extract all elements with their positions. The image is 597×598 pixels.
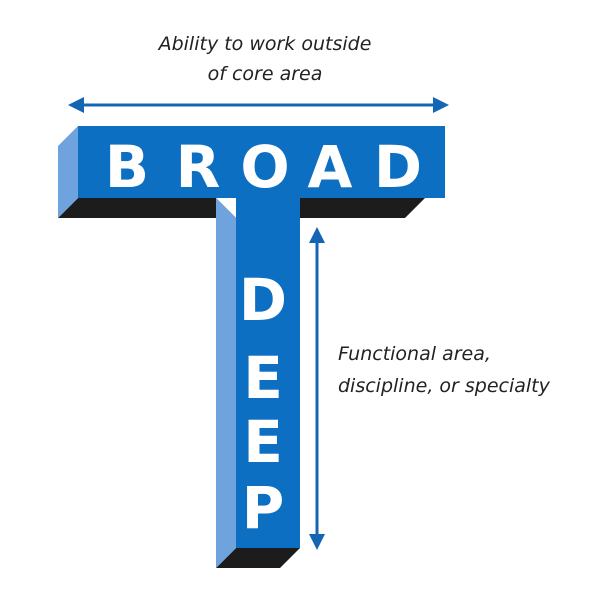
deep-letter: E (243, 344, 283, 412)
side-annotation-line2: discipline, or specialty (338, 375, 551, 397)
horizontal-double-arrow (68, 97, 449, 113)
vertical-arrow-head-bottom (309, 534, 325, 550)
vertical-double-arrow (309, 227, 325, 550)
t-front-face (78, 126, 445, 548)
stem-shadow (216, 548, 300, 568)
crossbar-shadow-left (58, 198, 236, 218)
broad-letter: D (374, 133, 422, 201)
broad-word: B R O A D (105, 133, 422, 201)
side-annotation-line1: Functional area, (338, 343, 491, 365)
broad-letter: A (308, 133, 353, 201)
broad-letter: R (176, 133, 221, 201)
deep-letter: E (243, 408, 283, 476)
vertical-arrow-head-top (309, 227, 325, 243)
top-annotation-line1: Ability to work outside (157, 33, 372, 55)
crossbar-side-face (58, 126, 78, 218)
crossbar-shadow-right (300, 198, 425, 218)
stem-side-face (216, 198, 236, 568)
deep-word: D E E P (239, 266, 287, 542)
broad-letter: B (105, 133, 149, 201)
horizontal-arrow-head-right (433, 97, 449, 113)
deep-letter: D (239, 266, 287, 334)
deep-letter: P (242, 474, 285, 542)
top-annotation-line2: of core area (208, 63, 323, 85)
t-shape (58, 126, 445, 568)
broad-letter: O (240, 133, 289, 201)
horizontal-arrow-head-left (68, 97, 84, 113)
